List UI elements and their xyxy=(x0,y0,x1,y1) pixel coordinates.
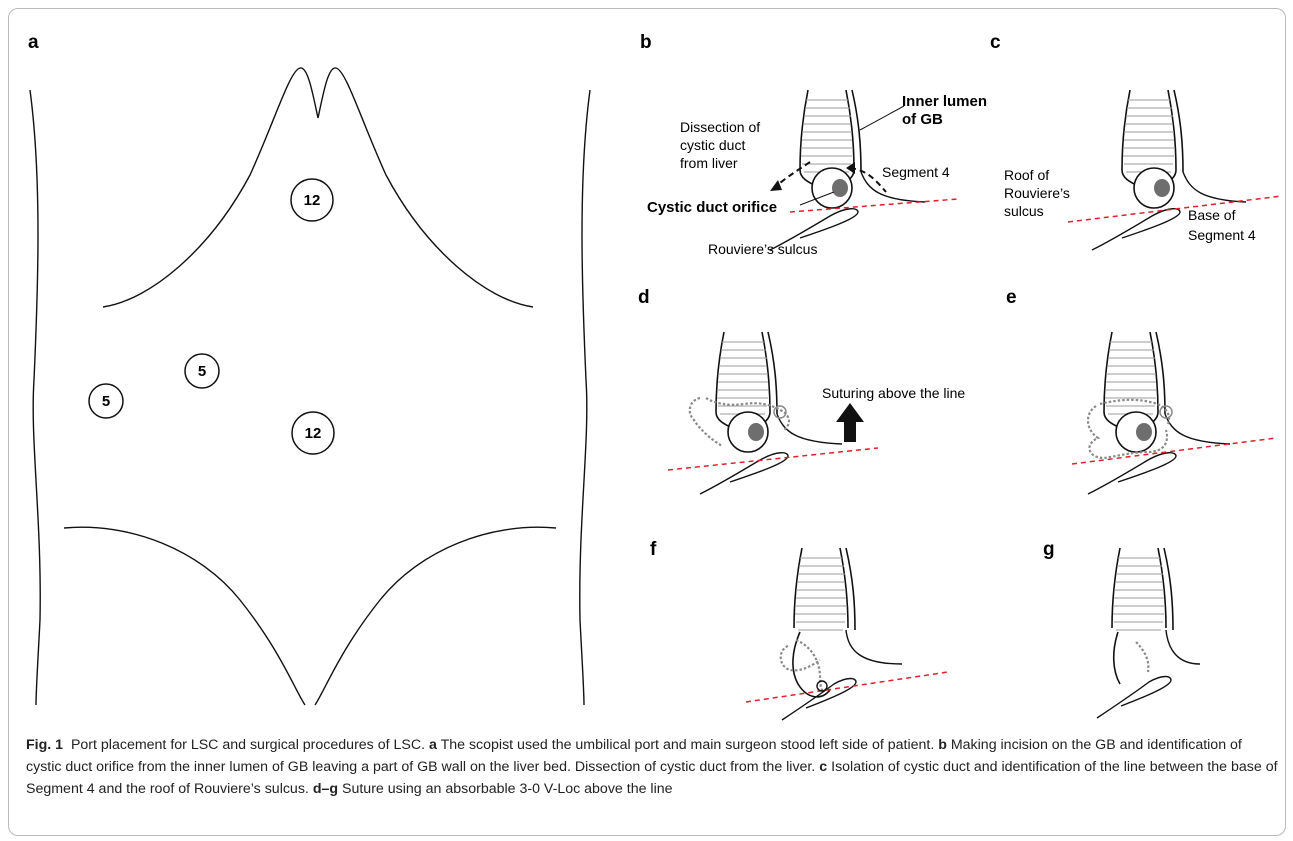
caption-c-letter: c xyxy=(819,759,827,775)
panel-d-letter: d xyxy=(638,287,650,308)
panel-e-letter: e xyxy=(1006,287,1017,308)
caption-dg-text: Suture using an absorbable 3-0 V-Loc abo… xyxy=(342,781,672,797)
label-rouviere-sulcus: Rouviere’s sulcus xyxy=(708,241,817,257)
panel-g-drawing xyxy=(1097,548,1200,718)
port-marker-5-left: 5 xyxy=(89,384,123,418)
caption-fig-label: Fig. 1 xyxy=(26,737,63,753)
dashed-line xyxy=(790,199,958,212)
panel-g-letter: g xyxy=(1043,539,1055,560)
dashed-line xyxy=(1072,438,1276,464)
caption-a-text: The scopist used the umbilical port and … xyxy=(441,737,935,753)
up-arrow-icon xyxy=(836,403,864,442)
label-dissection-3: from liver xyxy=(680,155,738,171)
caption-a-letter: a xyxy=(429,737,437,753)
label-suturing-above-line: Suturing above the line xyxy=(822,385,965,401)
label-base-1: Base of xyxy=(1188,207,1236,223)
figure-illustration: a b c d e f g 12 5 5 12 xyxy=(0,0,1293,734)
caption-b-letter: b xyxy=(938,737,947,753)
port-marker-12-upper: 12 xyxy=(291,179,333,221)
panel-e-drawing xyxy=(1072,332,1276,494)
panel-f-drawing xyxy=(746,548,948,720)
label-cystic-duct-orifice: Cystic duct orifice xyxy=(647,199,777,216)
port-marker-5-right: 5 xyxy=(185,354,219,388)
panel-a-letter: a xyxy=(28,32,39,53)
label-inner-lumen: Inner lumen xyxy=(902,93,987,110)
panel-f-letter: f xyxy=(650,539,657,560)
port-marker-12-umbilical: 12 xyxy=(292,412,334,454)
label-base-2: Segment 4 xyxy=(1188,227,1256,243)
port-label: 12 xyxy=(305,425,322,442)
panel-b-letter: b xyxy=(640,32,652,53)
port-label: 5 xyxy=(198,363,206,380)
label-roof-1: Roof of xyxy=(1004,167,1049,183)
caption-dg-letter: d–g xyxy=(313,781,338,797)
dashed-line xyxy=(746,672,948,702)
port-label: 12 xyxy=(304,192,321,209)
label-of-gb: of GB xyxy=(902,111,943,128)
panel-c-drawing xyxy=(1068,90,1282,250)
figure-caption: Fig. 1 Port placement for LSC and surgic… xyxy=(26,734,1281,800)
panel-c-letter: c xyxy=(990,32,1001,53)
label-roof-2: Rouviere’s xyxy=(1004,185,1070,201)
label-dissection-1: Dissection of xyxy=(680,119,760,135)
caption-title: Port placement for LSC and surgical proc… xyxy=(71,737,425,753)
panel-d-drawing xyxy=(668,332,878,494)
label-segment-4: Segment 4 xyxy=(882,164,950,180)
port-label: 5 xyxy=(102,393,110,410)
label-roof-3: sulcus xyxy=(1004,203,1044,219)
label-dissection-2: cystic duct xyxy=(680,137,745,153)
